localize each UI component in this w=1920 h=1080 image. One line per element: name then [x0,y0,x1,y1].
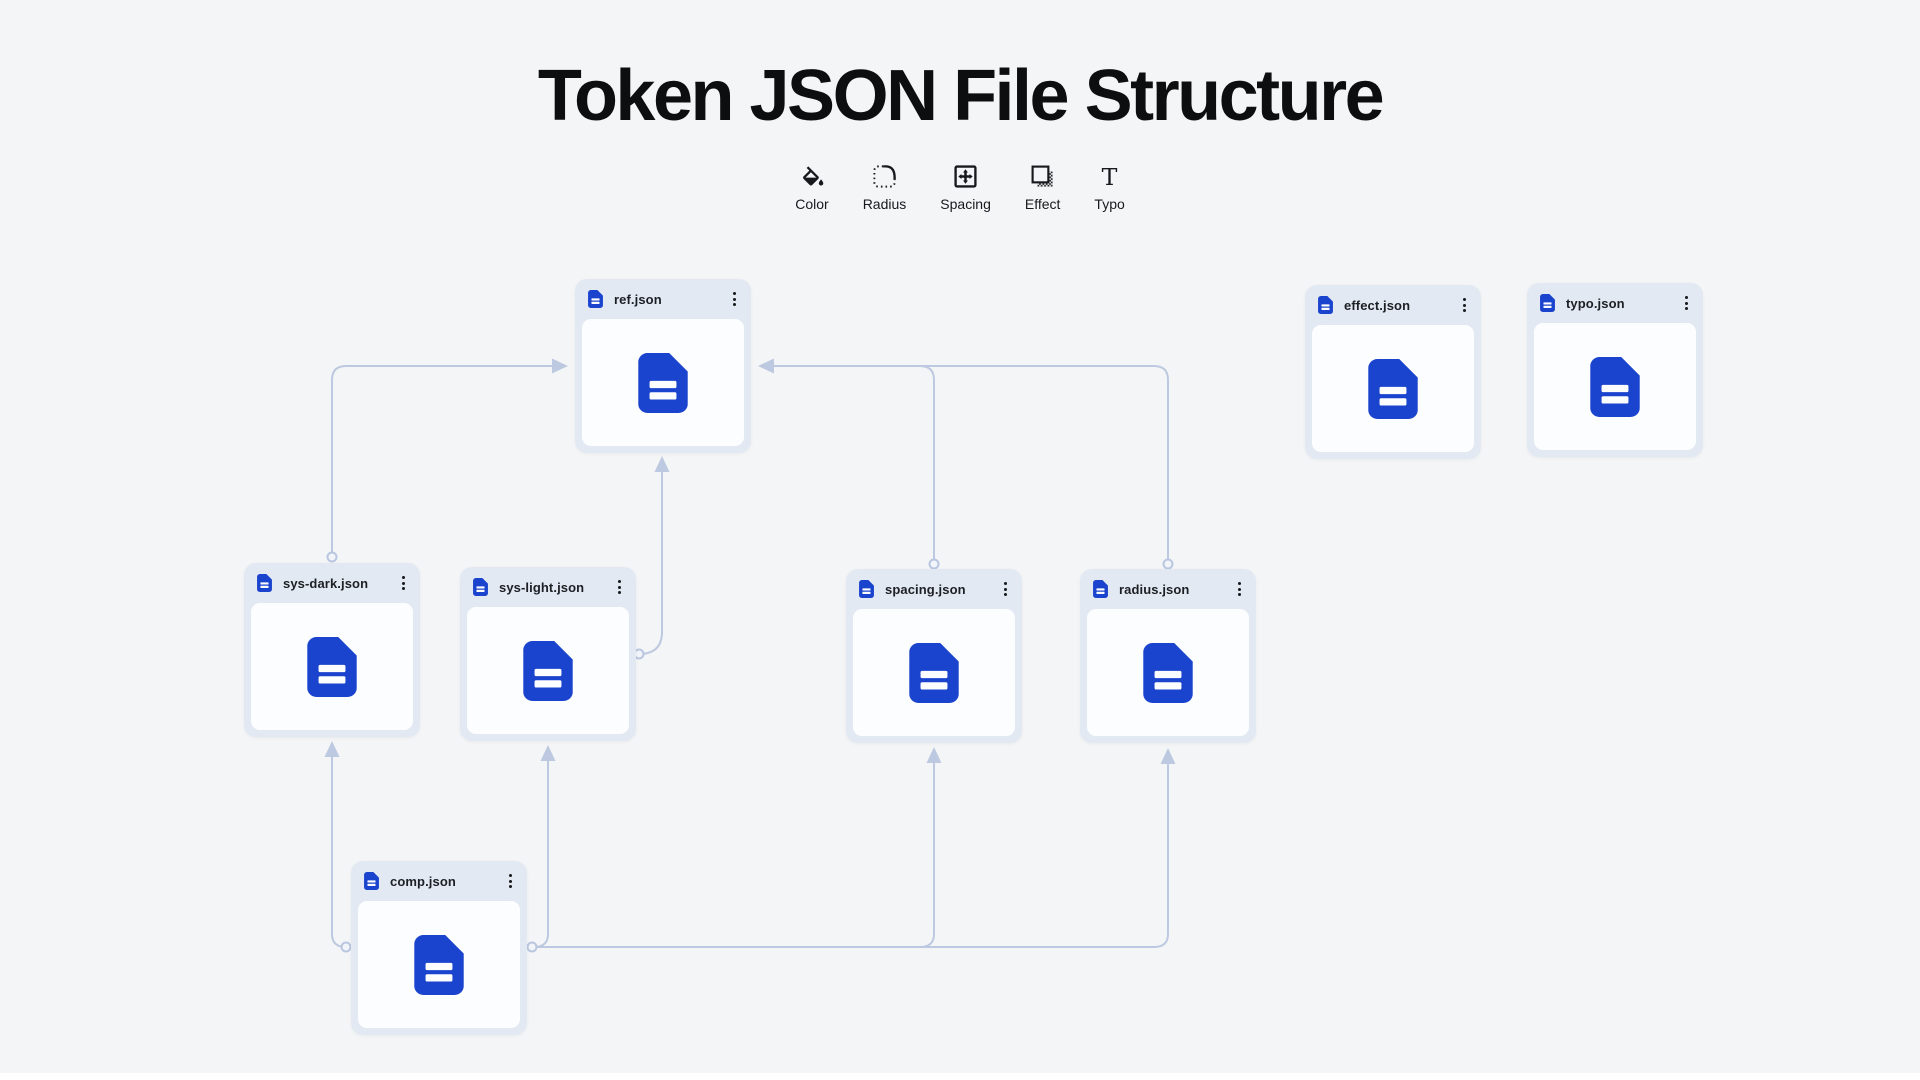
file-icon [1540,294,1555,312]
file-card-radius-json[interactable]: radius.json [1080,569,1256,743]
edge-syslight-to-ref [638,471,663,655]
file-card-header: spacing.json [846,569,1022,609]
token-type-legend: Color Radius Spacing Effect [0,163,1920,212]
edge-comp-to-sysdark [331,756,347,948]
legend-label: Color [795,196,829,212]
file-card-body [251,603,413,730]
kebab-menu-icon[interactable] [506,870,515,892]
arrowhead-icon [926,747,942,763]
file-card-effect-json[interactable]: effect.json [1305,285,1481,459]
spacing-cross-icon [954,165,977,188]
document-icon [909,643,959,703]
arrowhead-icon [324,741,340,757]
edge-source-dot [526,941,538,953]
edge-sysdark-to-ref [331,365,553,558]
file-card-body [358,901,520,1028]
file-icon [859,580,874,598]
file-card-body [467,607,629,734]
file-card-body [582,319,744,446]
file-card-spacing-json[interactable]: spacing.json [846,569,1022,743]
file-card-header: radius.json [1080,569,1256,609]
file-name: spacing.json [885,581,966,597]
document-icon [523,641,573,701]
file-card-sys-light-json[interactable]: sys-light.json [460,567,636,741]
file-card-header: typo.json [1527,283,1703,323]
legend-label: Typo [1094,196,1125,212]
file-card-typo-json[interactable]: typo.json [1527,283,1703,457]
document-icon [1143,643,1193,703]
kebab-menu-icon[interactable] [615,576,624,598]
arrowhead-icon [654,456,670,472]
legend-label: Spacing [940,196,991,212]
edge-spacing-to-ref [773,365,935,565]
file-name: typo.json [1566,295,1625,311]
edge-comp-to-syslight [533,760,549,948]
file-name: effect.json [1344,297,1411,313]
kebab-menu-icon[interactable] [1235,578,1244,600]
edge-source-dot [1162,558,1174,570]
edge-comp-to-spacing [919,762,935,948]
document-icon [1368,359,1418,419]
arrowhead-icon [1160,748,1176,764]
legend-item-effect: Effect [1024,163,1061,212]
typography-icon: T [1102,163,1118,190]
file-card-sys-dark-json[interactable]: sys-dark.json [244,563,420,737]
edge-radius-to-ref [773,365,1169,565]
legend-item-radius: Radius [862,163,907,212]
file-icon [364,872,379,890]
canvas-bottom-edge [0,1073,1920,1080]
file-card-ref-json[interactable]: ref.json [575,279,751,453]
legend-label: Effect [1024,196,1061,212]
edge-source-dot [340,941,352,953]
paint-bucket-icon [803,166,824,186]
svg-text:T: T [1102,163,1118,190]
legend-item-color: Color [795,163,829,212]
file-card-body [1087,609,1249,736]
file-name: comp.json [390,873,456,889]
page-title: Token JSON File Structure [537,56,1385,136]
file-icon [1318,296,1333,314]
layered-squares-icon [1031,165,1053,187]
file-icon [473,578,488,596]
arrowhead-icon [552,358,568,374]
file-card-header: sys-dark.json [244,563,420,603]
kebab-menu-icon[interactable] [1460,294,1469,316]
kebab-menu-icon[interactable] [730,288,739,310]
file-card-header: sys-light.json [460,567,636,607]
document-icon [307,637,357,697]
file-card-body [1312,325,1474,452]
edge-source-dot [928,558,940,570]
file-card-comp-json[interactable]: comp.json [351,861,527,1035]
legend-label: Radius [862,196,907,212]
edge-source-dot [326,551,338,563]
legend-item-typo: T Typo [1094,163,1124,212]
file-card-body [853,609,1015,736]
file-name: radius.json [1119,581,1190,597]
file-card-header: effect.json [1305,285,1481,325]
kebab-menu-icon[interactable] [399,572,408,594]
file-icon [257,574,272,592]
file-name: ref.json [614,291,662,307]
document-icon [1590,357,1640,417]
arrowhead-icon [758,358,774,374]
kebab-menu-icon[interactable] [1001,578,1010,600]
corner-radius-icon [873,165,896,188]
document-icon [638,353,688,413]
kebab-menu-icon[interactable] [1682,292,1691,314]
file-card-header: ref.json [575,279,751,319]
file-name: sys-light.json [499,579,585,595]
file-name: sys-dark.json [283,575,369,591]
edge-comp-to-radius [531,763,1169,948]
arrowhead-icon [540,745,556,761]
file-card-header: comp.json [351,861,527,901]
file-icon [588,290,603,308]
file-icon [1093,580,1108,598]
file-card-body [1534,323,1696,450]
legend-item-spacing: Spacing [940,163,991,212]
document-icon [414,935,464,995]
